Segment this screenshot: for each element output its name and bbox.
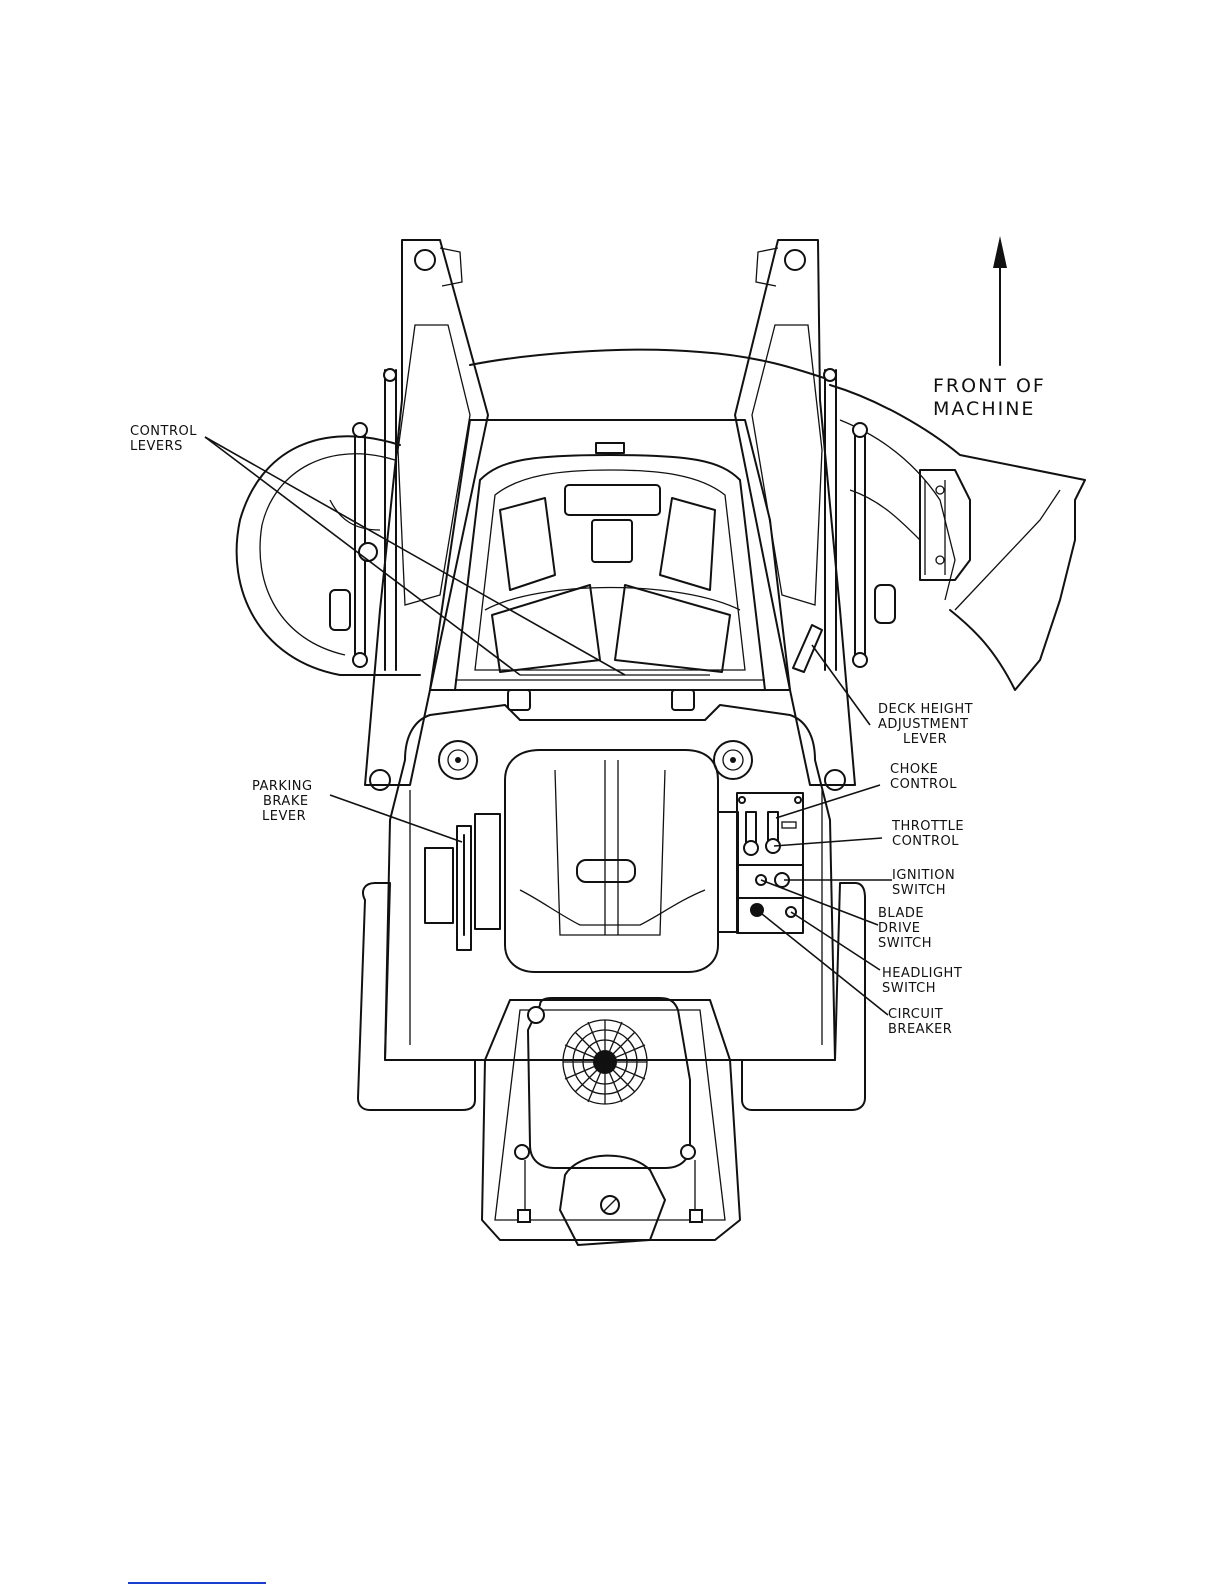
svg-text:BRAKE: BRAKE: [263, 794, 309, 809]
label-parking-brake: PARKING BRAKE LEVER: [252, 779, 313, 824]
label-control-levers: CONTROL LEVERS: [130, 424, 197, 454]
deck-height-lever: [793, 625, 822, 672]
svg-text:LEVERS: LEVERS: [130, 439, 183, 454]
label-blade-drive: BLADE DRIVE SWITCH: [878, 906, 932, 951]
svg-text:PARKING: PARKING: [252, 779, 313, 794]
svg-text:DECK HEIGHT: DECK HEIGHT: [878, 702, 973, 717]
svg-text:IGNITION: IGNITION: [892, 868, 955, 883]
label-front-of-machine: FRONT OF MACHINE: [933, 375, 1046, 420]
svg-text:MACHINE: MACHINE: [933, 398, 1035, 420]
parking-brake-assembly: [425, 814, 500, 950]
front-console: [430, 420, 790, 690]
svg-text:CIRCUIT: CIRCUIT: [888, 1007, 943, 1022]
svg-text:BLADE: BLADE: [878, 906, 924, 921]
label-choke: CHOKE CONTROL: [890, 762, 957, 792]
right-fuel-cap-icon: [714, 741, 752, 779]
svg-text:CONTROL: CONTROL: [892, 834, 959, 849]
label-throttle: THROTTLE CONTROL: [891, 819, 964, 849]
svg-text:SWITCH: SWITCH: [892, 883, 946, 898]
svg-text:THROTTLE: THROTTLE: [891, 819, 964, 834]
svg-text:CHOKE: CHOKE: [890, 762, 938, 777]
left-fuel-cap-icon: [439, 741, 477, 779]
svg-text:CONTROL: CONTROL: [890, 777, 957, 792]
engine-bay: [482, 998, 740, 1245]
svg-text:DRIVE: DRIVE: [878, 921, 920, 936]
svg-text:HEADLIGHT: HEADLIGHT: [882, 966, 962, 981]
label-ignition: IGNITION SWITCH: [892, 868, 955, 898]
svg-text:LEVER: LEVER: [903, 732, 947, 747]
label-circuit-breaker: CIRCUIT BREAKER: [888, 1007, 952, 1037]
svg-text:ADJUSTMENT: ADJUSTMENT: [878, 717, 969, 732]
label-deck-height: DECK HEIGHT ADJUSTMENT LEVER: [878, 702, 973, 747]
svg-text:LEVER: LEVER: [262, 809, 306, 824]
svg-text:FRONT OF: FRONT OF: [933, 375, 1046, 397]
left-frame-arm: [365, 240, 488, 790]
footer-rule: [128, 1582, 266, 1584]
svg-text:SWITCH: SWITCH: [882, 981, 936, 996]
front-arrow-icon: [993, 236, 1007, 365]
svg-text:BREAKER: BREAKER: [888, 1022, 952, 1037]
svg-text:CONTROL: CONTROL: [130, 424, 197, 439]
label-headlight: HEADLIGHT SWITCH: [882, 966, 962, 996]
svg-text:SWITCH: SWITCH: [878, 936, 932, 951]
